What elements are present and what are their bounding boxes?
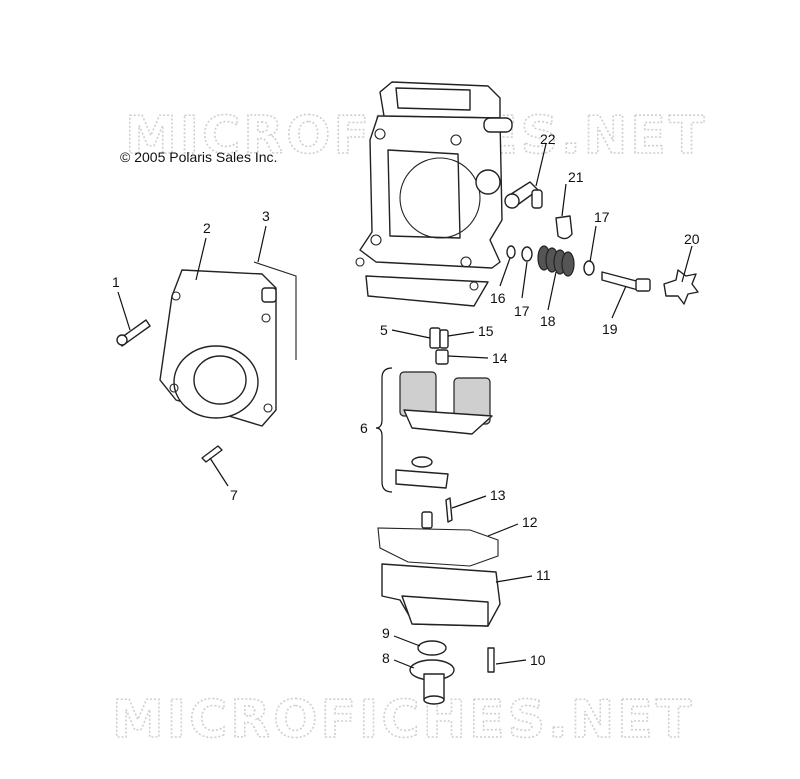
screw-13 xyxy=(445,497,453,523)
carburetor-body xyxy=(355,81,513,307)
callout-18: 18 xyxy=(540,313,556,329)
bracket-6 xyxy=(375,367,393,493)
callout-20: 20 xyxy=(684,231,700,247)
callout-6: 6 xyxy=(360,420,368,436)
callout-10: 10 xyxy=(530,652,546,668)
callout-11: 11 xyxy=(536,567,551,583)
callout-2: 2 xyxy=(203,220,211,236)
callout-22: 22 xyxy=(540,131,556,147)
fitting-elbow-22 xyxy=(504,181,543,209)
screw-1 xyxy=(116,319,151,347)
watermark-bottom: MICROFICHES.NET xyxy=(112,690,694,750)
idle-screw-19 xyxy=(601,271,651,292)
intake-flange-2 xyxy=(159,269,277,427)
callout-17b: 17 xyxy=(594,209,610,225)
callout-7: 7 xyxy=(230,487,238,503)
jet-14 xyxy=(435,349,449,365)
copyright-text: © 2005 Polaris Sales Inc. xyxy=(120,149,277,165)
callout-3: 3 xyxy=(262,208,270,224)
gasket-12 xyxy=(377,511,499,567)
callout-5: 5 xyxy=(380,322,388,338)
jet-cap-21 xyxy=(555,215,573,240)
washer-17-left xyxy=(521,246,533,262)
callout-15: 15 xyxy=(478,323,494,339)
callout-13: 13 xyxy=(490,487,506,503)
callout-17a: 17 xyxy=(514,303,530,319)
callout-16: 16 xyxy=(490,290,506,306)
leader-lines xyxy=(117,143,693,669)
jet-15 xyxy=(439,329,449,349)
callout-labels: 1 2 3 5 6 7 8 9 10 11 12 13 14 15 16 17 … xyxy=(112,131,700,668)
callout-1: 1 xyxy=(112,274,120,290)
callout-9: 9 xyxy=(382,625,390,641)
jet-5 xyxy=(429,327,441,349)
drain-plug-8 xyxy=(409,659,455,705)
callout-14: 14 xyxy=(492,350,508,366)
float-6 xyxy=(395,371,493,489)
washer-17-right xyxy=(583,260,595,276)
callout-12: 12 xyxy=(522,514,538,530)
float-bowl-11 xyxy=(381,563,501,627)
gasket-strip-3 xyxy=(253,261,297,360)
o-ring-16 xyxy=(506,245,516,259)
knob-20 xyxy=(663,269,699,305)
pin-7 xyxy=(201,445,223,463)
callout-19: 19 xyxy=(602,321,618,337)
o-ring-9 xyxy=(417,640,447,656)
callout-21: 21 xyxy=(568,169,584,185)
callout-8: 8 xyxy=(382,650,390,666)
screw-10 xyxy=(487,647,495,673)
spring-18 xyxy=(537,245,575,277)
